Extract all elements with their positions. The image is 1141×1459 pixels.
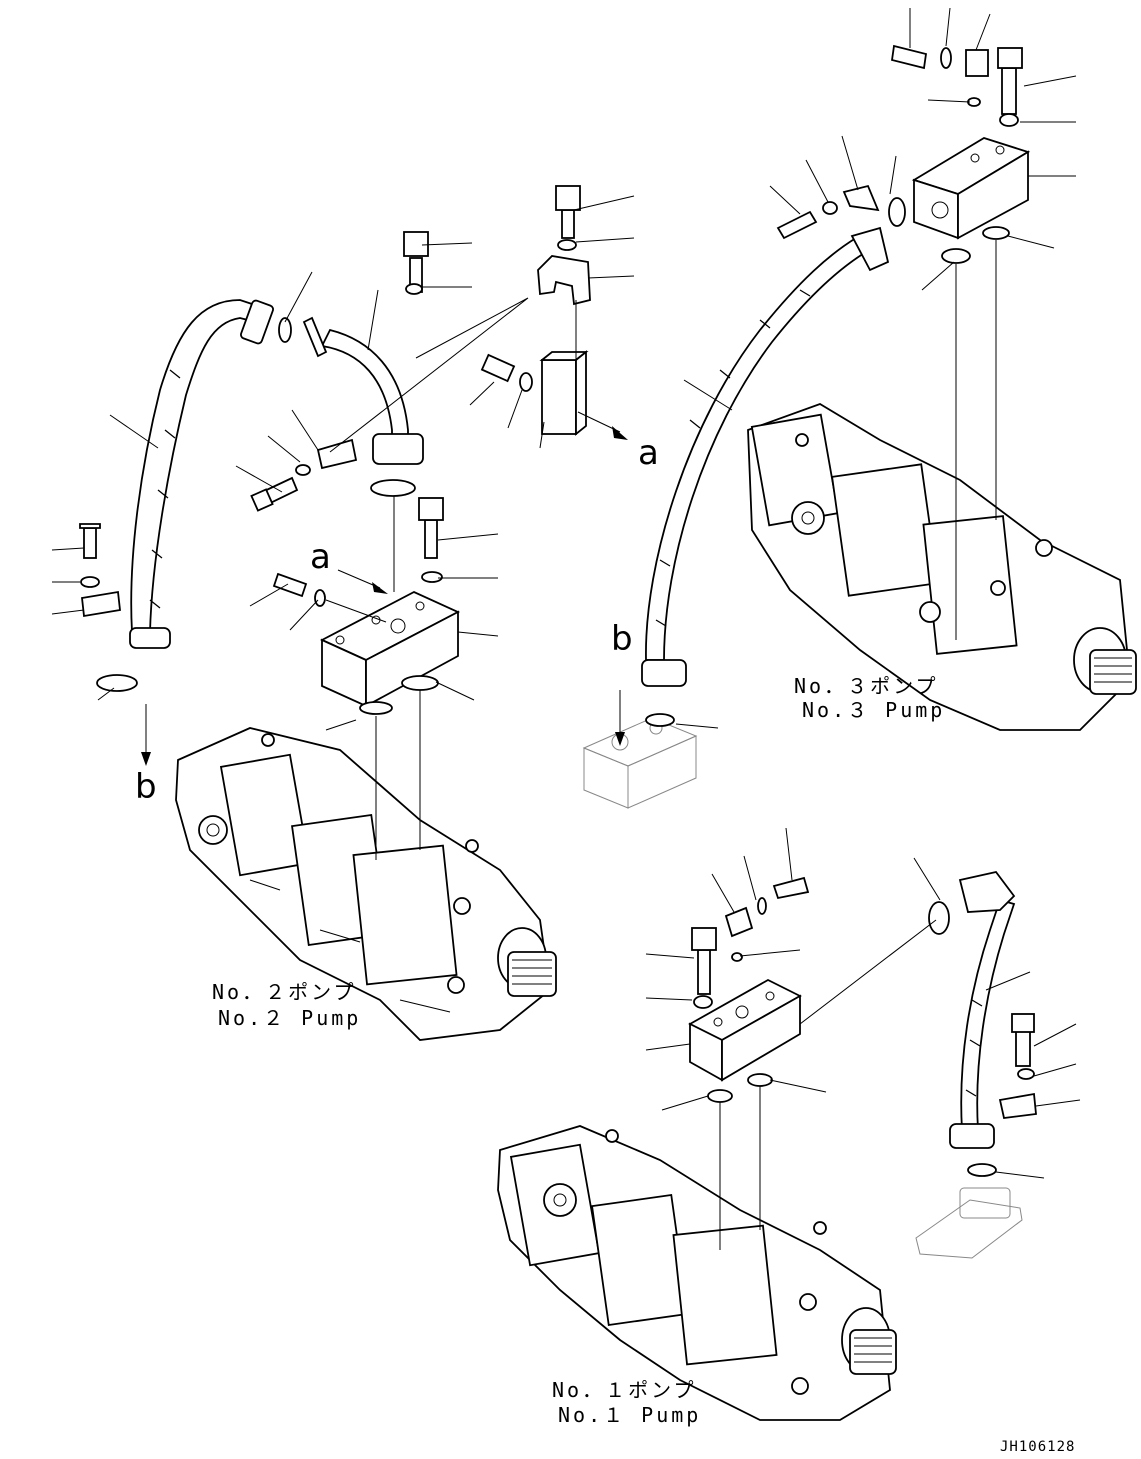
pump-assembly-no3 — [747, 403, 1137, 731]
manifold-block-left — [272, 479, 461, 715]
clamp-parts-left — [250, 231, 429, 512]
leader-lines-bottom — [645, 827, 1081, 1250]
elbow-pipe — [278, 316, 424, 465]
pump1-label-jp: No．１ポンプ — [552, 1378, 697, 1402]
pump2-label-en: No.２ Pump — [218, 1006, 362, 1030]
hose-bottom-right — [915, 870, 1037, 1259]
bottom-block — [688, 876, 810, 1103]
reference-b-target-label: b — [611, 619, 633, 659]
hose-left — [129, 299, 274, 649]
right-block-parts — [776, 44, 1031, 264]
reference-b-arrow-label: b — [135, 767, 157, 807]
pump-assembly-no1 — [497, 1125, 897, 1421]
pump3-label-jp: No．３ポンプ — [794, 674, 939, 698]
pump1-label-en: No.１ Pump — [558, 1403, 702, 1427]
reference-a-target-label: a — [310, 537, 331, 577]
pump-assembly-no2 — [175, 727, 557, 1041]
pump3-label-en: No.３ Pump — [802, 698, 946, 722]
dashed-mounting-block — [582, 713, 698, 809]
hose-left-flange-parts — [79, 523, 138, 692]
split-clamp-a — [480, 185, 591, 436]
pump2-label-jp: No．２ポンプ — [212, 980, 357, 1004]
drawing-number: JH106128 — [1000, 1439, 1076, 1455]
hose-right — [641, 197, 906, 687]
leader-lines-left — [51, 195, 635, 860]
leader-lines-right — [615, 7, 1077, 746]
reference-a-arrow-label: a — [638, 433, 659, 473]
